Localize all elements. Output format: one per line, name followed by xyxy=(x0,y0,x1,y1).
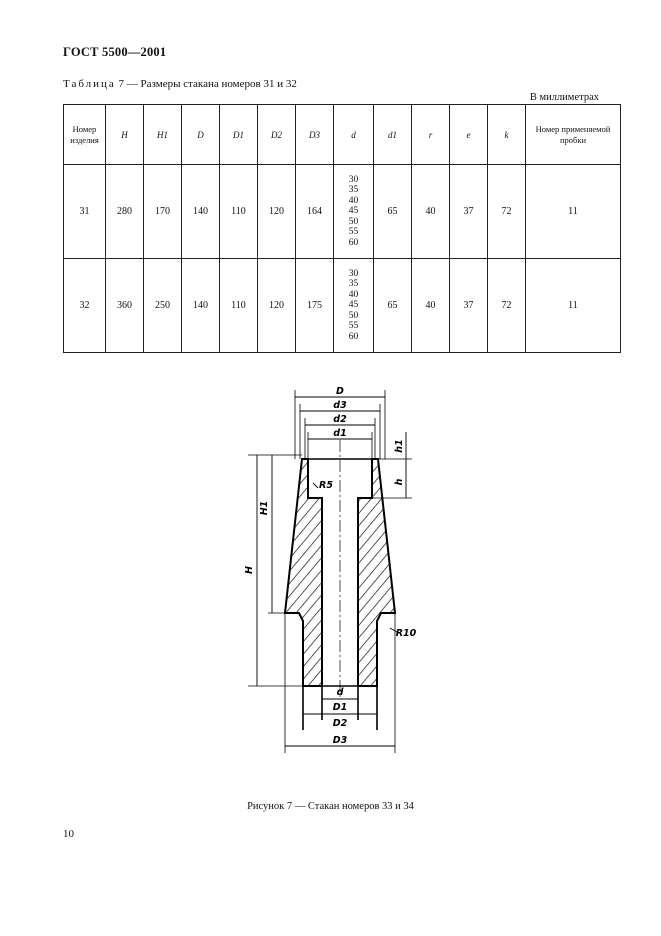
table-caption: Таблица 7 — Размеры стакана номеров 31 и… xyxy=(63,78,297,90)
cell-k: 72 xyxy=(487,258,526,353)
label-R10: R10 xyxy=(396,628,417,639)
cell-d-value: 45 xyxy=(348,300,359,311)
col-header-k: k xyxy=(487,104,526,165)
cell-k: 72 xyxy=(487,164,526,259)
col-header-D2: D2 xyxy=(257,104,296,165)
col-header-d: d xyxy=(333,104,374,165)
label-D3: D3 xyxy=(333,735,348,746)
cell-d-value: 55 xyxy=(348,227,359,238)
col-header-plug: Номер применяемой пробки xyxy=(525,104,621,165)
table-row: 32 360 250 140 110 120 175 30 35 40 45 5… xyxy=(63,258,621,353)
cell-plug: 11 xyxy=(525,258,621,353)
label-h: h xyxy=(394,478,405,485)
page-number: 10 xyxy=(63,828,74,840)
cell-D2: 120 xyxy=(257,164,296,259)
units-note: В миллиметрах xyxy=(529,92,599,103)
table-header-row: Номер изделия H H1 D D1 D2 D3 d d1 r e k… xyxy=(63,104,621,165)
cell-H1: 170 xyxy=(143,164,182,259)
cell-d-value: 60 xyxy=(348,331,359,342)
dimension-lines xyxy=(256,396,407,747)
label-d1: d1 xyxy=(333,428,346,439)
label-R5: R5 xyxy=(319,480,333,491)
cell-e: 37 xyxy=(449,164,488,259)
col-header-H: H xyxy=(105,104,144,165)
label-d: d xyxy=(337,687,344,698)
cell-D1: 110 xyxy=(219,164,258,259)
cell-r: 40 xyxy=(411,164,450,259)
col-header-d1: d1 xyxy=(373,104,412,165)
cell-number: 31 xyxy=(63,164,106,259)
cell-d1: 65 xyxy=(373,258,412,353)
cell-d-value: 60 xyxy=(348,237,359,248)
cell-d-value: 35 xyxy=(348,185,359,196)
label-d2: d2 xyxy=(333,414,347,425)
cell-D2: 120 xyxy=(257,258,296,353)
label-d3: d3 xyxy=(333,400,347,411)
cell-d-value: 35 xyxy=(348,279,359,290)
cup-drawing: D d3 d2 d1 h1 h H1 H R5 R10 d D1 D2 D3 xyxy=(244,386,417,753)
cell-d-value: 40 xyxy=(348,289,359,300)
cell-H: 360 xyxy=(105,258,144,353)
label-H1: H1 xyxy=(259,501,270,516)
cell-d-value: 30 xyxy=(348,269,359,280)
table-row: 31 280 170 140 110 120 164 30 35 40 45 5… xyxy=(63,164,621,259)
cell-d1: 65 xyxy=(373,164,412,259)
cell-d-list: 30 35 40 45 50 55 60 xyxy=(333,258,374,353)
cell-e: 37 xyxy=(449,258,488,353)
col-header-D: D xyxy=(181,104,220,165)
label-h1: h1 xyxy=(394,439,405,452)
cell-D1: 110 xyxy=(219,258,258,353)
label-D1: D1 xyxy=(333,702,348,713)
col-header-r: r xyxy=(411,104,450,165)
label-D2: D2 xyxy=(333,718,348,729)
cell-D: 140 xyxy=(181,258,220,353)
cell-d-value: 50 xyxy=(348,216,359,227)
label-H: H xyxy=(244,566,255,574)
cell-d-value: 40 xyxy=(348,195,359,206)
col-header-e: e xyxy=(449,104,488,165)
cell-D3: 164 xyxy=(295,164,334,259)
document-header: ГОСТ 5500—2001 xyxy=(63,45,167,59)
cell-d-value: 30 xyxy=(348,175,359,186)
cell-H: 280 xyxy=(105,164,144,259)
cell-d-value: 45 xyxy=(348,206,359,217)
cell-H1: 250 xyxy=(143,258,182,353)
cell-d-value: 55 xyxy=(348,321,359,332)
col-header-number: Номер изделия xyxy=(63,104,106,165)
col-header-D1: D1 xyxy=(219,104,258,165)
col-header-H1: H1 xyxy=(143,104,182,165)
label-D: D xyxy=(336,386,344,397)
cell-D: 140 xyxy=(181,164,220,259)
table-caption-text: 7 — Размеры стакана номеров 31 и 32 xyxy=(118,78,297,90)
col-header-D3: D3 xyxy=(295,104,334,165)
dimensions-table: Номер изделия H H1 D D1 D2 D3 d d1 r e k… xyxy=(63,104,621,353)
cell-D3: 175 xyxy=(295,258,334,353)
extension-lines xyxy=(248,390,412,753)
cell-d-list: 30 35 40 45 50 55 60 xyxy=(333,164,374,259)
cell-plug: 11 xyxy=(525,164,621,259)
table-caption-prefix: Таблица xyxy=(63,78,116,90)
cell-number: 32 xyxy=(63,258,106,353)
cell-d-value: 50 xyxy=(348,310,359,321)
figure-caption: Рисунок 7 — Стакан номеров 33 и 34 xyxy=(247,801,414,812)
left-wall-section xyxy=(283,458,323,687)
cell-r: 40 xyxy=(411,258,450,353)
right-wall-section xyxy=(357,458,397,687)
